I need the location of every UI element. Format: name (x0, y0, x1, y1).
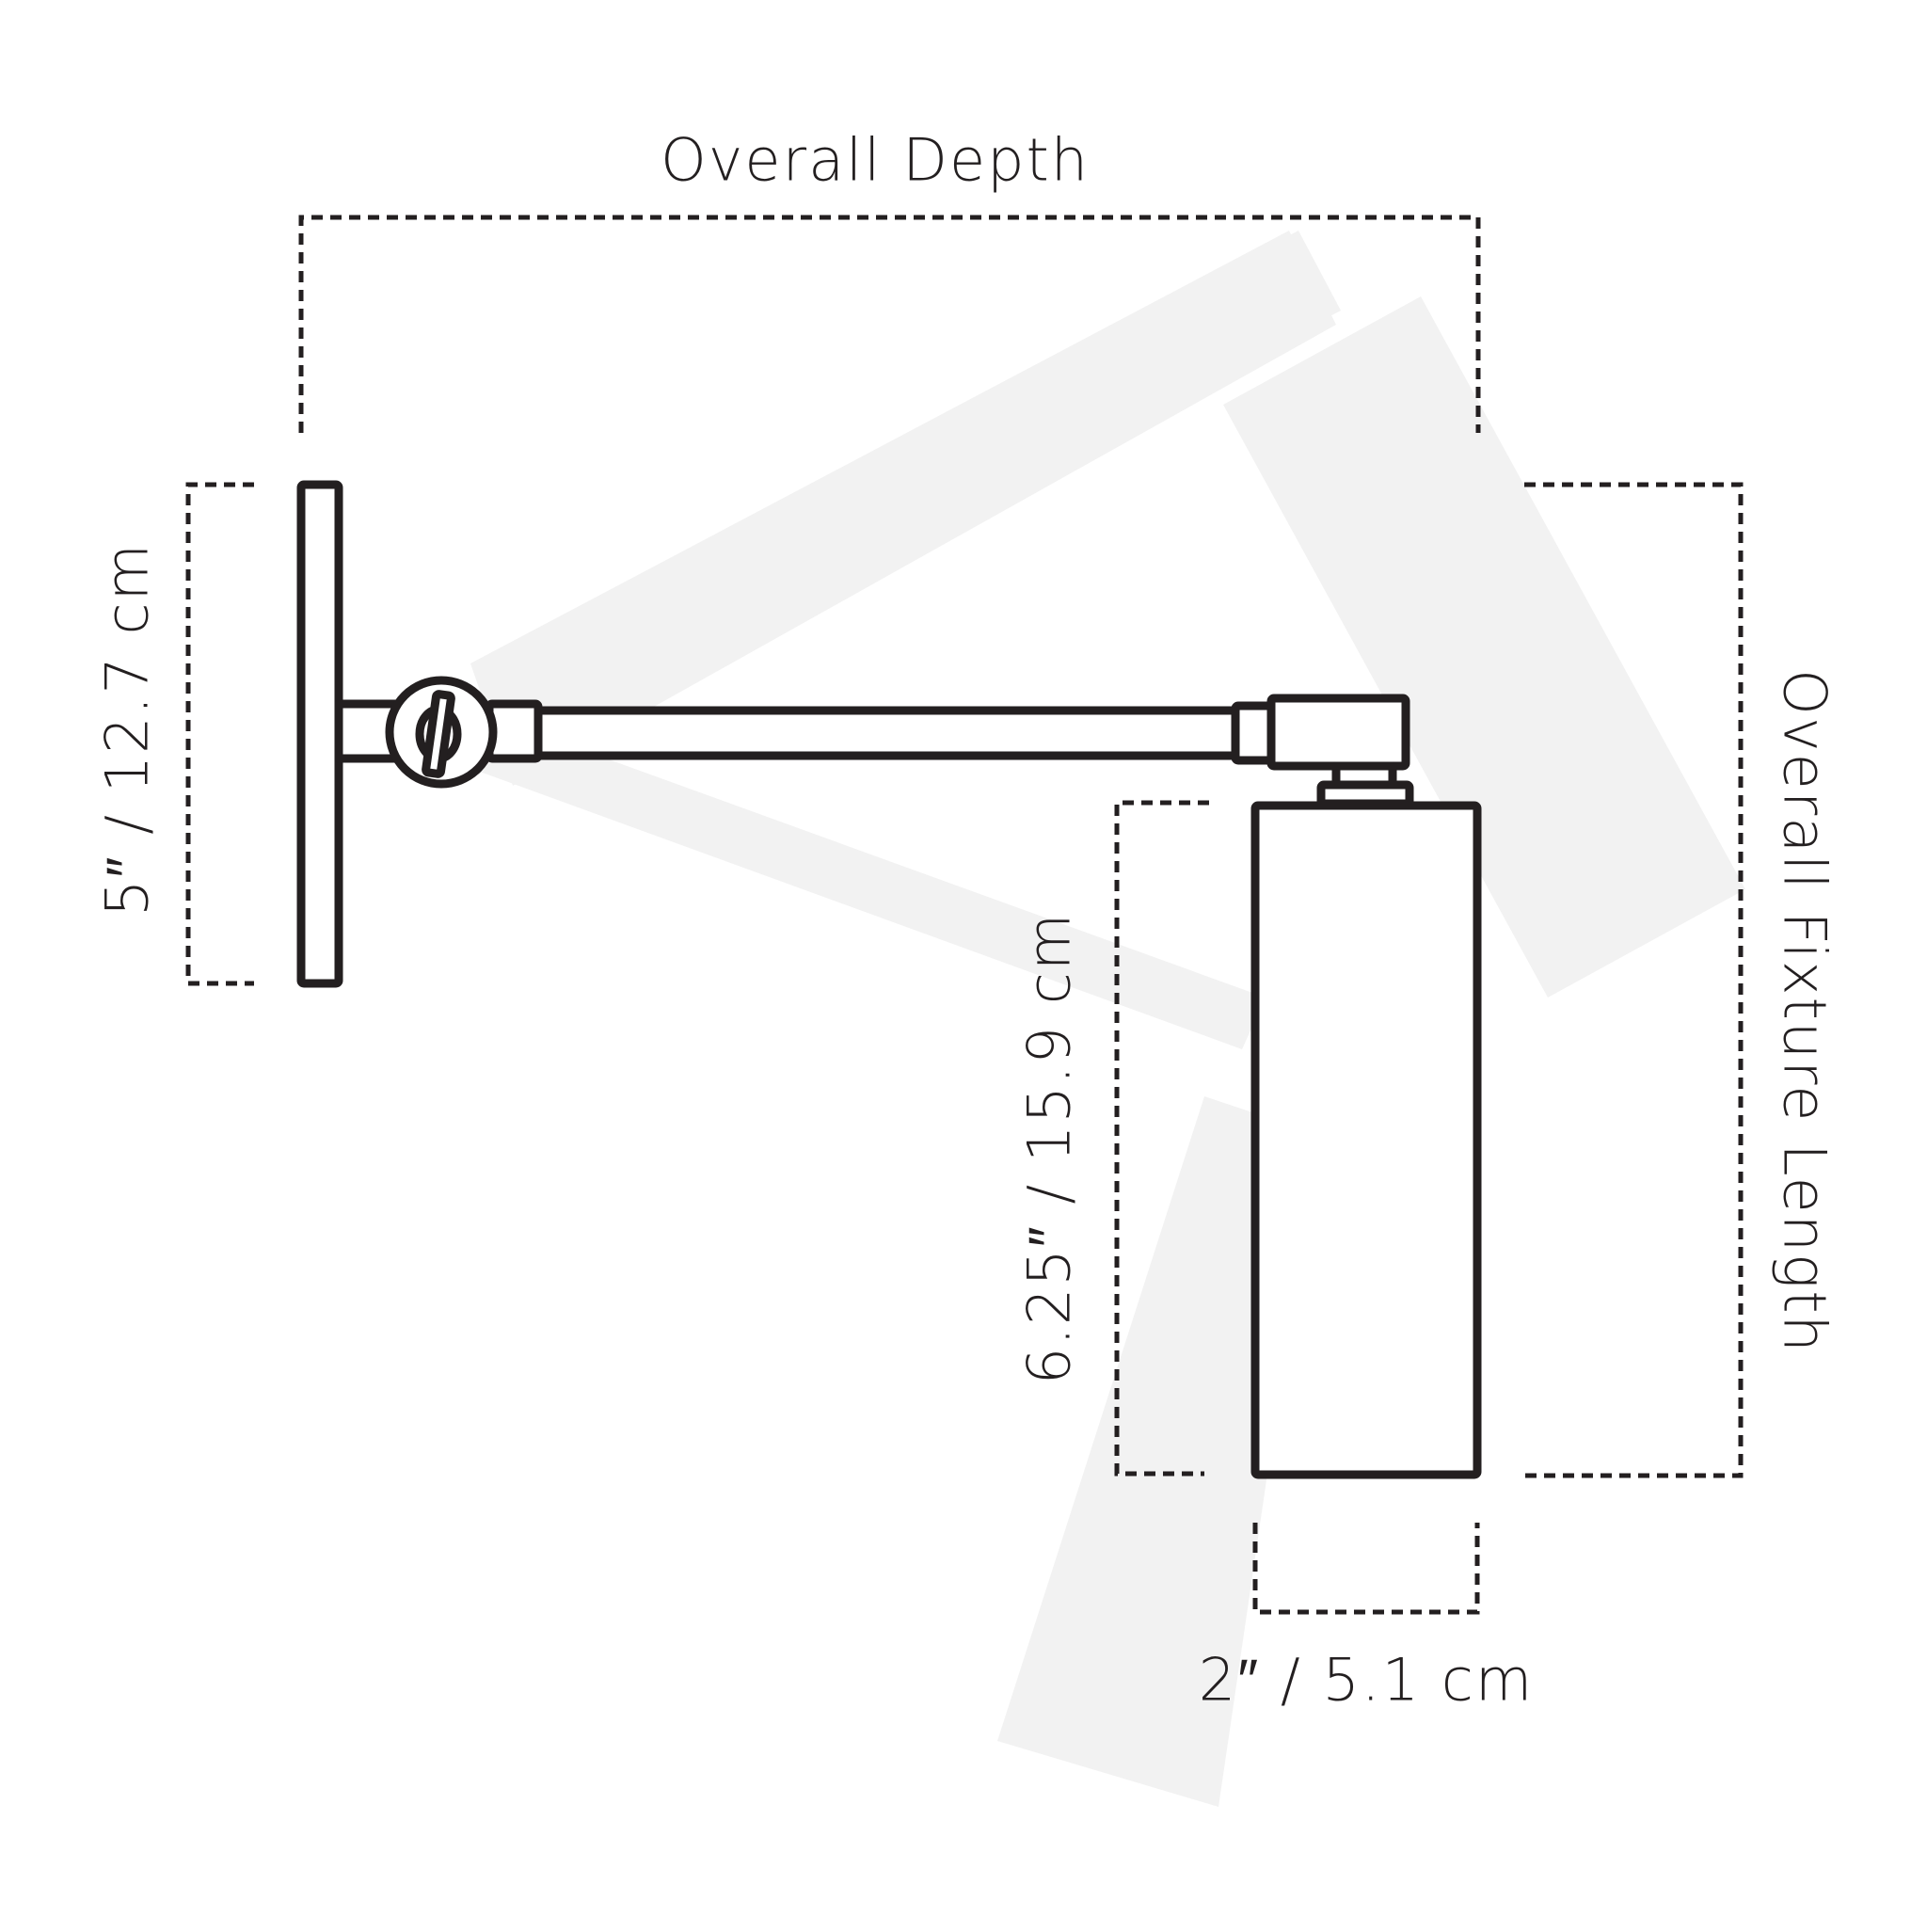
overall-depth-label: Overall Depth (660, 125, 1091, 195)
shade-cylinder (1250, 801, 1482, 1479)
pivot-knob (422, 690, 455, 778)
overall-fixture-length-label: Overall Fixture Length (1770, 669, 1839, 1354)
shade-length-bracket (1114, 800, 1209, 1477)
dimension-lines (185, 215, 1744, 1615)
fixture-drawing (296, 480, 1482, 1479)
ghost-lowered-position (480, 725, 1317, 1807)
wall-backplate (296, 480, 343, 988)
ghost-raised-position (470, 231, 1745, 998)
ghost-lowered-shade (997, 1096, 1317, 1807)
ghost-lowered-arm (480, 725, 1266, 1049)
shade-head-block (1266, 694, 1410, 771)
backplate-height-bracket (185, 482, 254, 986)
shade-length-label: 6.25″ / 15.9 cm (1014, 911, 1084, 1385)
swing-arm-tube (534, 706, 1241, 760)
ghost-raised-shade (1223, 296, 1745, 998)
shade-width-label: 2″ / 5.1 cm (1198, 1645, 1535, 1715)
shade-mount-base (1316, 780, 1414, 808)
ghost-raised-arm (470, 231, 1336, 786)
ghost-raised-head (1129, 231, 1341, 400)
backplate-height-label: 5″ / 12.7 cm (92, 542, 162, 917)
head-collar (1231, 701, 1276, 765)
shade-width-bracket (1252, 1523, 1480, 1615)
